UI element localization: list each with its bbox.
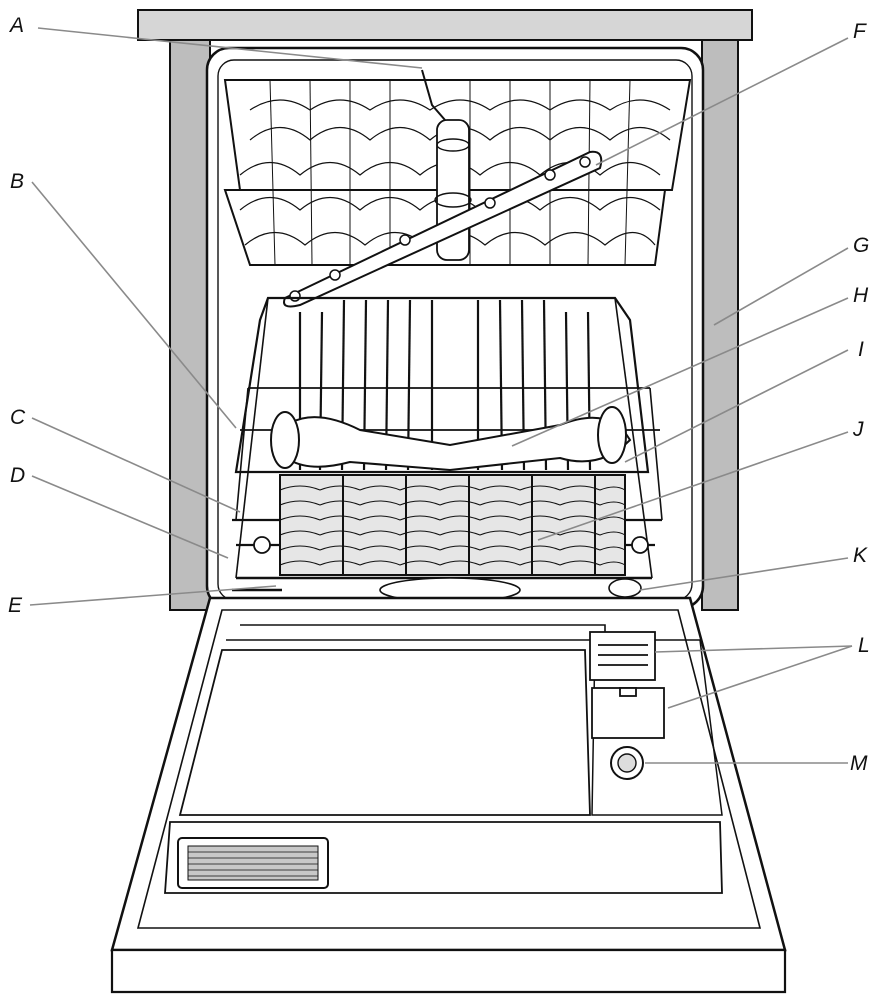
callout-k: K xyxy=(853,544,868,567)
leader-g xyxy=(713,247,849,326)
tub xyxy=(205,46,705,610)
callout-c: C xyxy=(10,406,26,429)
rinse-aid-dispenser xyxy=(610,746,644,780)
cabinet-frame xyxy=(137,9,753,611)
leader-b xyxy=(31,181,237,429)
door xyxy=(110,596,787,994)
callout-a: A xyxy=(8,14,24,37)
leader-h xyxy=(511,297,849,447)
callout-h: H xyxy=(853,284,869,307)
filter xyxy=(379,577,642,603)
leader-k xyxy=(639,557,849,591)
leader-i xyxy=(624,349,849,463)
leader-j xyxy=(537,431,849,541)
silverware-basket xyxy=(279,474,626,576)
lower-rack-rollers xyxy=(253,536,649,554)
leader-l2 xyxy=(667,645,853,709)
callout-labels: A B C D E F G H I J K L M xyxy=(8,14,870,775)
callout-b: B xyxy=(10,170,24,193)
leader-e xyxy=(29,585,277,606)
callout-f: F xyxy=(853,20,867,43)
door-vent xyxy=(177,837,329,889)
callout-l: L xyxy=(858,634,870,657)
detergent-dispensers xyxy=(589,631,665,739)
upper-spray-arm xyxy=(283,150,603,308)
callout-g: G xyxy=(853,234,869,257)
callout-i: I xyxy=(858,338,864,361)
leader-c xyxy=(31,417,241,513)
lower-spray-arm xyxy=(270,406,632,472)
leader-a xyxy=(37,27,423,69)
callout-m: M xyxy=(850,752,868,775)
leader-d xyxy=(31,475,229,559)
callout-e: E xyxy=(8,594,23,617)
leader-lines xyxy=(29,27,853,764)
callout-j: J xyxy=(852,418,864,441)
leader-f xyxy=(595,37,849,166)
callout-d: D xyxy=(10,464,25,487)
leader-l1 xyxy=(654,645,853,653)
